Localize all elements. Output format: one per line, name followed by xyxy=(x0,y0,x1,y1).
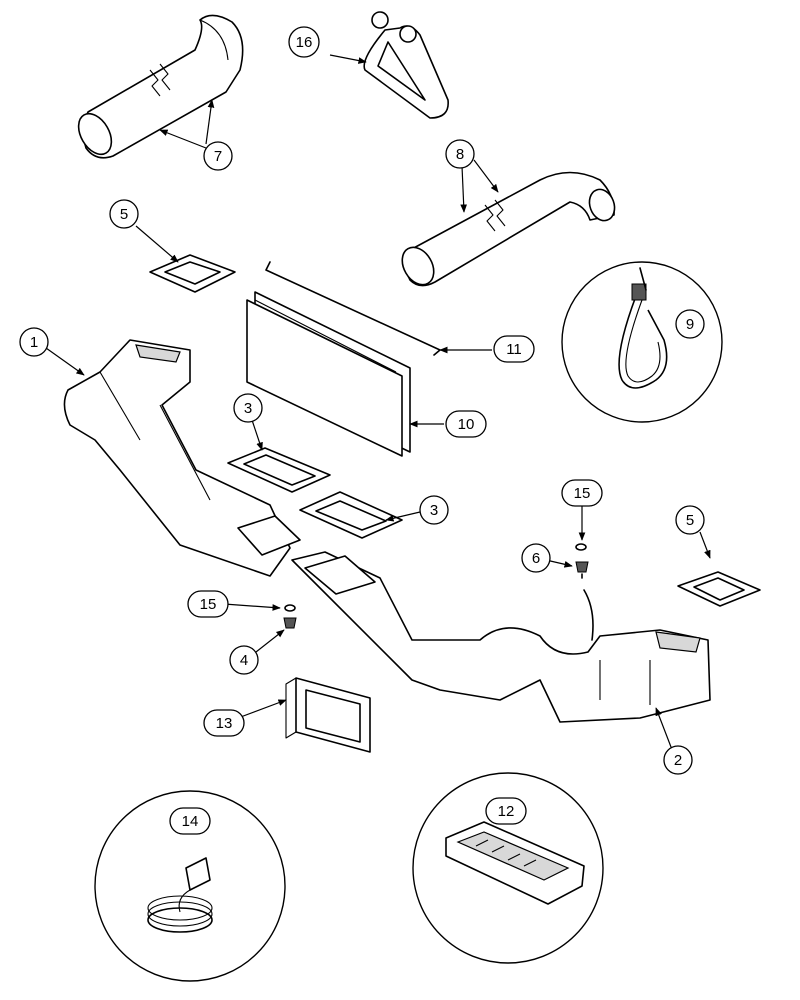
callout-10: 10 xyxy=(445,410,487,438)
callout-5-upper-label: 5 xyxy=(120,206,128,223)
callout-3-lower-label: 3 xyxy=(430,502,438,519)
callout-10-label: 10 xyxy=(458,416,475,433)
callout-4: 4 xyxy=(229,645,259,675)
clip-part-16 xyxy=(363,11,449,119)
outlet-frame-part-13 xyxy=(285,677,371,753)
callout-1-label: 1 xyxy=(30,334,38,351)
callout-3-upper-label: 3 xyxy=(244,400,252,417)
callout-3-lower: 3 xyxy=(419,495,449,525)
callout-15-right: 15 xyxy=(561,479,603,507)
callout-5-right: 5 xyxy=(675,505,705,535)
gasket-part-5-right xyxy=(677,571,761,607)
callout-11: 11 xyxy=(493,335,535,363)
leader-lines xyxy=(45,54,711,761)
gasket-part-5-upper xyxy=(149,254,236,293)
callout-9: 9 xyxy=(675,309,705,339)
callout-12-label: 12 xyxy=(498,803,515,820)
callout-11-label: 11 xyxy=(506,341,522,358)
detail-circle-part-9 xyxy=(561,261,723,423)
gasket-part-3-right xyxy=(299,491,403,539)
callout-7-label: 7 xyxy=(214,148,222,165)
filter-panel-part-10 xyxy=(246,291,411,457)
callout-3-upper: 3 xyxy=(233,393,263,423)
callout-9-label: 9 xyxy=(686,316,694,333)
callout-5-upper: 5 xyxy=(109,199,139,229)
hardware-fasteners xyxy=(283,543,594,641)
callout-5-right-label: 5 xyxy=(686,512,694,529)
callout-16-label: 16 xyxy=(296,34,313,51)
callout-13: 13 xyxy=(203,709,245,737)
tube-part-8 xyxy=(401,171,616,287)
callout-6-label: 6 xyxy=(532,550,540,567)
callout-15-left-label: 15 xyxy=(200,596,217,613)
callout-15-right-label: 15 xyxy=(574,485,591,502)
callout-12: 12 xyxy=(485,797,527,825)
callout-16: 16 xyxy=(288,26,320,58)
callout-7: 7 xyxy=(203,141,233,171)
main-duct-parts-1-2 xyxy=(63,339,711,723)
callout-8-label: 8 xyxy=(456,146,464,163)
tube-part-7 xyxy=(77,14,244,159)
callout-15-left: 15 xyxy=(187,590,229,618)
detail-circle-part-14 xyxy=(94,790,286,982)
callout-4-label: 4 xyxy=(240,652,248,669)
callout-13-label: 13 xyxy=(216,715,233,732)
detail-circle-part-12 xyxy=(412,772,604,964)
callout-1: 1 xyxy=(19,327,49,357)
callout-6: 6 xyxy=(521,543,551,573)
callout-2-label: 2 xyxy=(674,752,682,769)
callout-14: 14 xyxy=(169,807,211,835)
callout-14-label: 14 xyxy=(182,813,199,830)
callout-2: 2 xyxy=(663,745,693,775)
gasket-part-3-left xyxy=(227,447,331,493)
callout-8: 8 xyxy=(445,139,475,169)
